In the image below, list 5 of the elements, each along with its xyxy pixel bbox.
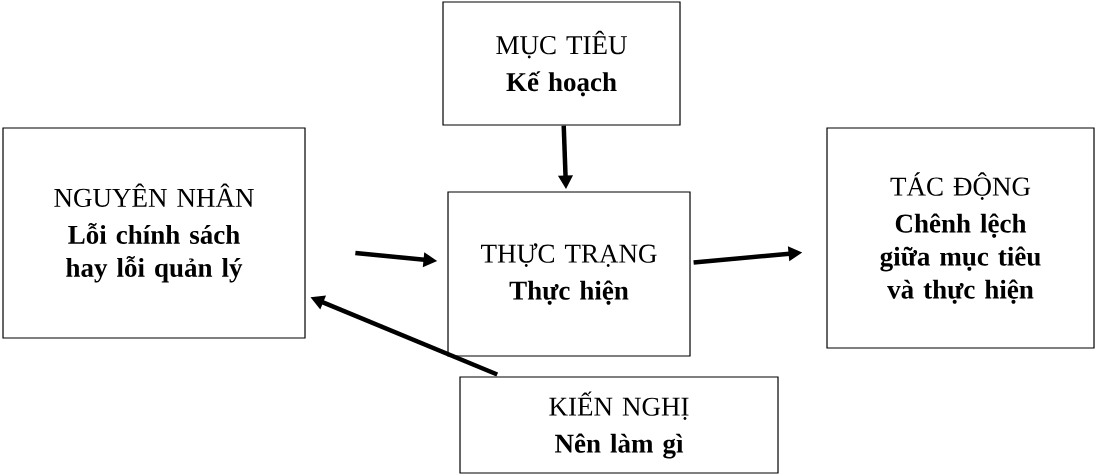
process-box: TÁC ĐỘNG Chênh lệch giữa mục tiêu và thực hiện: [826, 127, 1095, 349]
process-box: MỤC TIÊU Kế hoạch: [442, 1, 681, 126]
process-box: NGUYÊN NHÂN Lỗi chính sách hay lỗi quản lý: [2, 127, 306, 339]
process-box: THỰC TRẠNG Thực hiện: [447, 191, 691, 357]
process-box: KIẾN NGHỊ Nên làm gì: [459, 376, 779, 474]
